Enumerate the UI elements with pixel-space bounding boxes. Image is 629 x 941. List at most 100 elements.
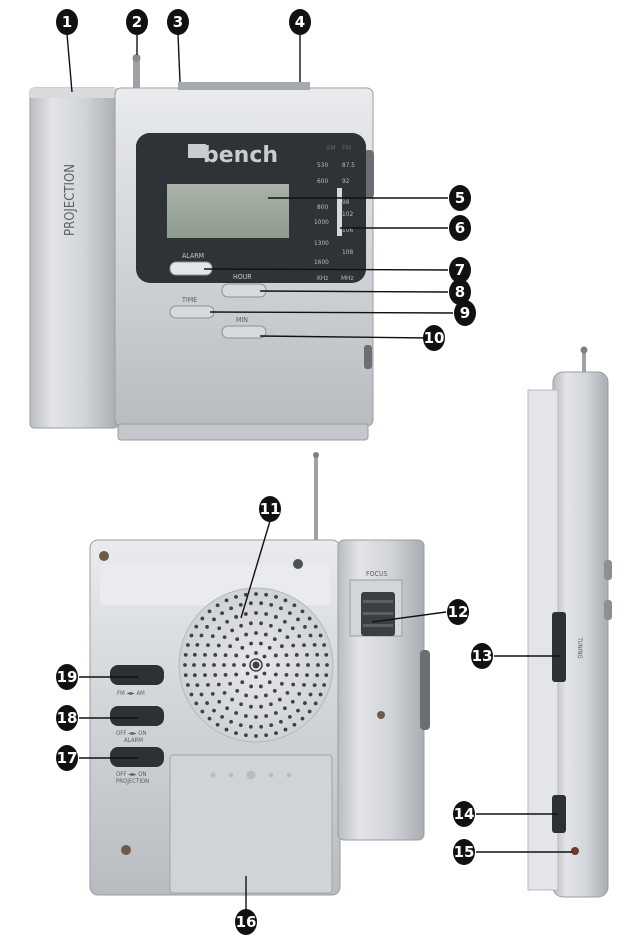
speaker-hole (215, 722, 220, 727)
speaker-hole (244, 693, 249, 698)
callout-badge (471, 643, 493, 669)
min-button[interactable] (221, 325, 267, 339)
speaker-hole (232, 663, 236, 667)
speaker-hole (220, 715, 224, 719)
speaker-hole (313, 701, 318, 706)
callout-number: 13 (472, 647, 493, 665)
speaker-hole (276, 663, 280, 667)
speaker-hole (254, 631, 258, 635)
volume-dial[interactable] (552, 795, 566, 833)
speaker-hole (234, 711, 239, 715)
speaker-hole (258, 641, 263, 646)
speaker-hole (282, 706, 287, 711)
speaker-hole (267, 680, 272, 685)
speaker-hole (195, 683, 200, 688)
dial-fm-value: 98 (342, 198, 350, 206)
callout-badge (454, 300, 476, 326)
radio-band-switch[interactable] (110, 665, 164, 685)
speaker-hole (318, 633, 323, 638)
speaker-hole (302, 643, 306, 648)
speaker-hole (243, 714, 248, 718)
speaker-hole (239, 623, 244, 628)
projection-label: PROJECTION (63, 164, 78, 236)
speaker-hole (266, 663, 270, 667)
tuning-pointer (337, 188, 342, 236)
speaker-hole (300, 609, 305, 614)
speaker-hole (235, 637, 240, 642)
callout-badge (423, 325, 445, 351)
speaker-hole (324, 652, 329, 657)
speaker-hole (324, 673, 329, 678)
alarm-switch[interactable] (110, 706, 164, 726)
speaker-hole (264, 592, 269, 597)
speaker-hole (185, 683, 190, 687)
speaker-hole (315, 652, 320, 657)
speaker-hole (254, 611, 258, 615)
dial-am-unit: KHz (317, 274, 328, 282)
dial-fm-value: 106 (342, 226, 353, 234)
speaker-hole (290, 699, 295, 704)
speaker-hole (249, 641, 254, 646)
battery-cover[interactable] (169, 754, 333, 894)
speaker-hole (212, 617, 216, 622)
speaker-hole (192, 652, 197, 657)
alarm-label: ALARM (182, 252, 204, 260)
speaker-hole (296, 617, 300, 622)
callout-number: 3 (173, 13, 183, 31)
focus-label: FOCUS (366, 570, 388, 578)
speaker-hole (262, 654, 267, 659)
speaker-hole (303, 701, 307, 705)
speaker-hole (210, 634, 215, 639)
speaker-hole (284, 672, 289, 677)
callout-number: 5 (455, 189, 465, 207)
speaker-hole (268, 702, 273, 707)
speaker-hole (297, 691, 302, 696)
dial-fm-value: 92 (342, 177, 350, 185)
speaker-hole (205, 701, 209, 705)
projection-switch[interactable] (110, 747, 164, 767)
speaker-hole (189, 633, 194, 638)
dial-fm-value: 108 (342, 248, 353, 256)
callout-badge (449, 279, 471, 305)
hour-button[interactable] (221, 283, 267, 298)
min-label: MIN (236, 316, 248, 324)
speaker-hole (285, 635, 290, 640)
tuning-dial[interactable] (552, 612, 566, 682)
speaker-hole (229, 606, 233, 611)
speaker-hole (203, 673, 207, 678)
speaker-hole (185, 643, 190, 647)
callout-badge (56, 664, 78, 690)
speaker-hole (199, 633, 204, 638)
speaker-hole (189, 692, 194, 697)
dial-am-value: 530 (317, 161, 328, 169)
speaker-hole (243, 733, 248, 738)
dial-am-value: 1000 (314, 218, 329, 226)
speaker-hole (305, 652, 309, 657)
speaker-hole (222, 663, 226, 667)
speaker-hole (216, 682, 221, 687)
dial-fm-value: 87.5 (342, 161, 355, 169)
callout-number: 12 (448, 603, 469, 621)
speaker-hole (294, 673, 299, 677)
callout-badge (289, 9, 311, 35)
speaker-hole (225, 619, 230, 624)
speaker-hole (318, 692, 323, 697)
callout-number: 10 (424, 329, 445, 347)
time-button[interactable] (169, 305, 215, 319)
speaker-hole (203, 652, 207, 657)
callout-badge (56, 705, 78, 731)
alarm-sub-label: ALARM (124, 737, 143, 744)
projection-sub-label: PROJECTION (116, 778, 149, 785)
speaker-hole (229, 719, 233, 724)
callout-number: 14 (454, 805, 475, 823)
callout-badge (167, 9, 189, 35)
dial-am-value: 1300 (314, 239, 329, 247)
projection-module (29, 87, 119, 429)
callout-badge (259, 496, 281, 522)
speaker-hole (296, 708, 300, 713)
callout-badge (447, 599, 469, 625)
speaker-hole (294, 653, 299, 657)
speaker-hole (200, 709, 205, 714)
speaker-hole (183, 673, 188, 678)
callout-number: 6 (455, 219, 465, 237)
